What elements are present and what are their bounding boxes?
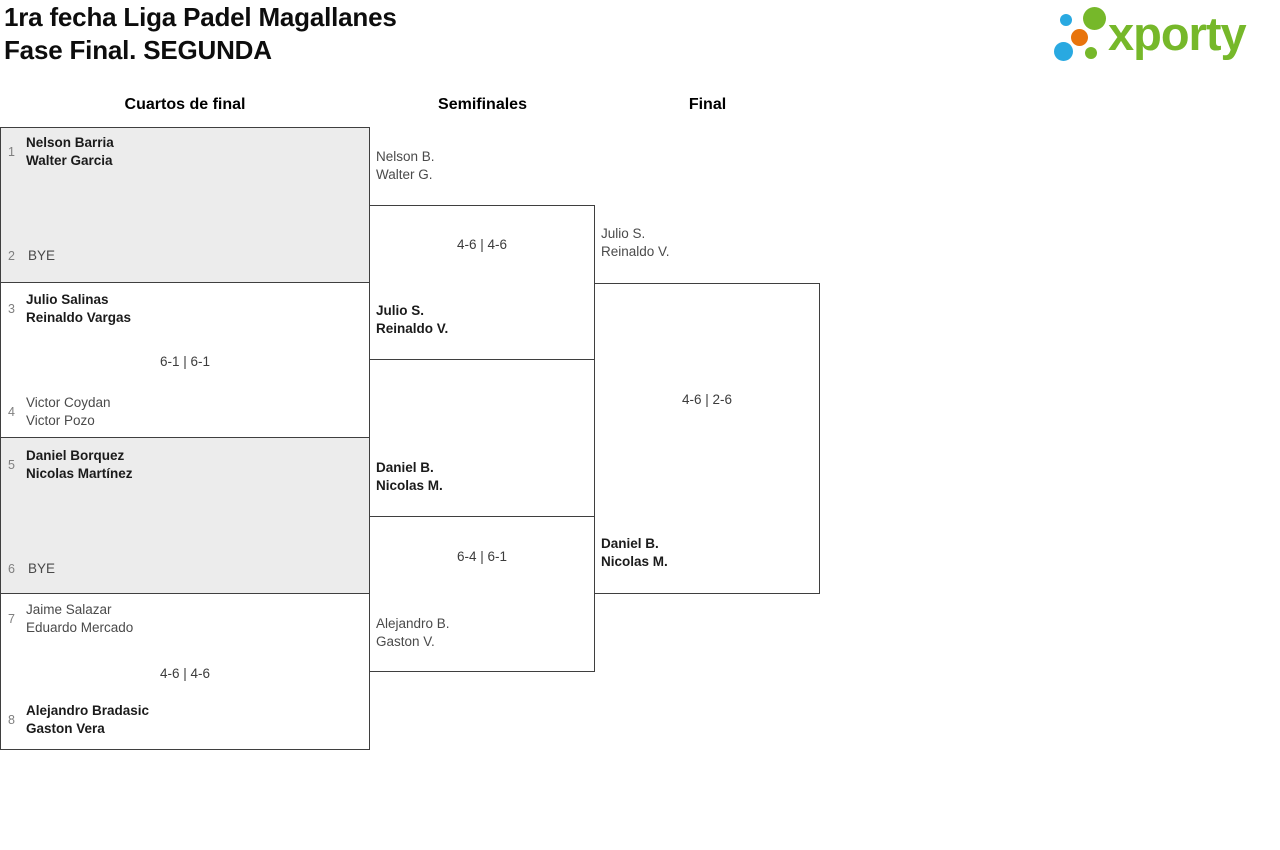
round-header-semifinals: Semifinales bbox=[438, 96, 527, 113]
page-title-line1: 1ra fecha Liga Padel Magallanes bbox=[4, 2, 397, 32]
team-name: Julio S. Reinaldo V. bbox=[376, 302, 448, 338]
player-name: Daniel B. bbox=[601, 536, 659, 551]
player-name: Gaston V. bbox=[376, 634, 435, 649]
qf-match-box-4 bbox=[0, 593, 370, 750]
player-name: Nicolas M. bbox=[376, 478, 443, 493]
team-name: Daniel B. Nicolas M. bbox=[376, 459, 443, 495]
player-name: Eduardo Mercado bbox=[26, 620, 134, 635]
round-header-final: Final bbox=[688, 96, 727, 113]
bye-label: BYE bbox=[28, 561, 56, 576]
logo-dot bbox=[1071, 29, 1088, 46]
team-name: Victor Coydan Victor Pozo bbox=[26, 394, 111, 430]
player-name: Victor Pozo bbox=[26, 413, 95, 428]
team-name: Nelson B. Walter G. bbox=[376, 148, 435, 184]
seed-number: 6 bbox=[8, 562, 15, 576]
match-score: 4-6 | 2-6 bbox=[681, 392, 733, 407]
player-name: Jaime Salazar bbox=[26, 602, 112, 617]
seed-number: 1 bbox=[8, 145, 15, 159]
player-name: Nicolas Martínez bbox=[26, 466, 133, 481]
logo-dot bbox=[1083, 7, 1106, 30]
final-match-box bbox=[594, 283, 820, 594]
seed-number: 2 bbox=[8, 249, 15, 263]
team-name: Alejandro B. Gaston V. bbox=[376, 615, 450, 651]
player-name: Julio S. bbox=[376, 303, 425, 318]
player-name: Alejandro B. bbox=[376, 616, 450, 631]
player-name: Nicolas M. bbox=[601, 554, 668, 569]
player-name: Julio Salinas bbox=[26, 292, 109, 307]
team-name: Daniel B. Nicolas M. bbox=[601, 535, 668, 571]
seed-number: 5 bbox=[8, 458, 15, 472]
player-name: Reinaldo Vargas bbox=[26, 310, 132, 325]
player-name: Alejandro Bradasic bbox=[26, 703, 150, 718]
player-name: Daniel B. bbox=[376, 460, 434, 475]
player-name: Reinaldo V. bbox=[376, 321, 449, 336]
qf-match-box-3 bbox=[0, 437, 370, 594]
logo-dot bbox=[1060, 14, 1072, 26]
page-title-line2: Fase Final. SEGUNDA bbox=[4, 35, 272, 65]
xporty-logo[interactable]: xporty bbox=[1048, 2, 1278, 68]
team-name: Julio S. Reinaldo V. bbox=[601, 225, 670, 261]
team-name: Daniel Borquez Nicolas Martínez bbox=[26, 447, 133, 483]
logo-wordmark: xporty bbox=[1108, 7, 1247, 60]
match-score: 4-6 | 4-6 bbox=[159, 666, 211, 681]
qf-match-box-1 bbox=[0, 127, 370, 283]
player-name: Reinaldo V. bbox=[601, 244, 670, 259]
player-name: Julio S. bbox=[601, 226, 646, 241]
round-header-quarterfinals: Cuartos de final bbox=[124, 96, 246, 113]
team-name: Jaime Salazar Eduardo Mercado bbox=[26, 601, 133, 637]
player-name: Victor Coydan bbox=[26, 395, 111, 410]
bye-label: BYE bbox=[28, 248, 56, 263]
player-name: Nelson Barria bbox=[26, 135, 114, 150]
team-name: Nelson Barria Walter Garcia bbox=[26, 134, 114, 170]
match-score: 6-4 | 6-1 bbox=[456, 549, 508, 564]
sf-match-box-2 bbox=[369, 516, 595, 672]
player-name: Walter Garcia bbox=[26, 153, 113, 168]
player-name: Nelson B. bbox=[376, 149, 435, 164]
sf-match-box-1 bbox=[369, 205, 595, 360]
match-score: 4-6 | 4-6 bbox=[456, 237, 508, 252]
logo-dot bbox=[1054, 42, 1073, 61]
player-name: Daniel Borquez bbox=[26, 448, 125, 463]
page-title: 1ra fecha Liga Padel Magallanes Fase Fin… bbox=[4, 1, 397, 67]
qf-match-box-2 bbox=[0, 282, 370, 438]
seed-number: 8 bbox=[8, 713, 15, 727]
match-score: 6-1 | 6-1 bbox=[159, 354, 211, 369]
seed-number: 7 bbox=[8, 612, 15, 626]
team-name: Alejandro Bradasic Gaston Vera bbox=[26, 702, 149, 738]
seed-number: 4 bbox=[8, 405, 15, 419]
player-name: Walter G. bbox=[376, 167, 433, 182]
seed-number: 3 bbox=[8, 302, 15, 316]
player-name: Gaston Vera bbox=[26, 721, 105, 736]
team-name: Julio Salinas Reinaldo Vargas bbox=[26, 291, 131, 327]
logo-dot bbox=[1085, 47, 1097, 59]
